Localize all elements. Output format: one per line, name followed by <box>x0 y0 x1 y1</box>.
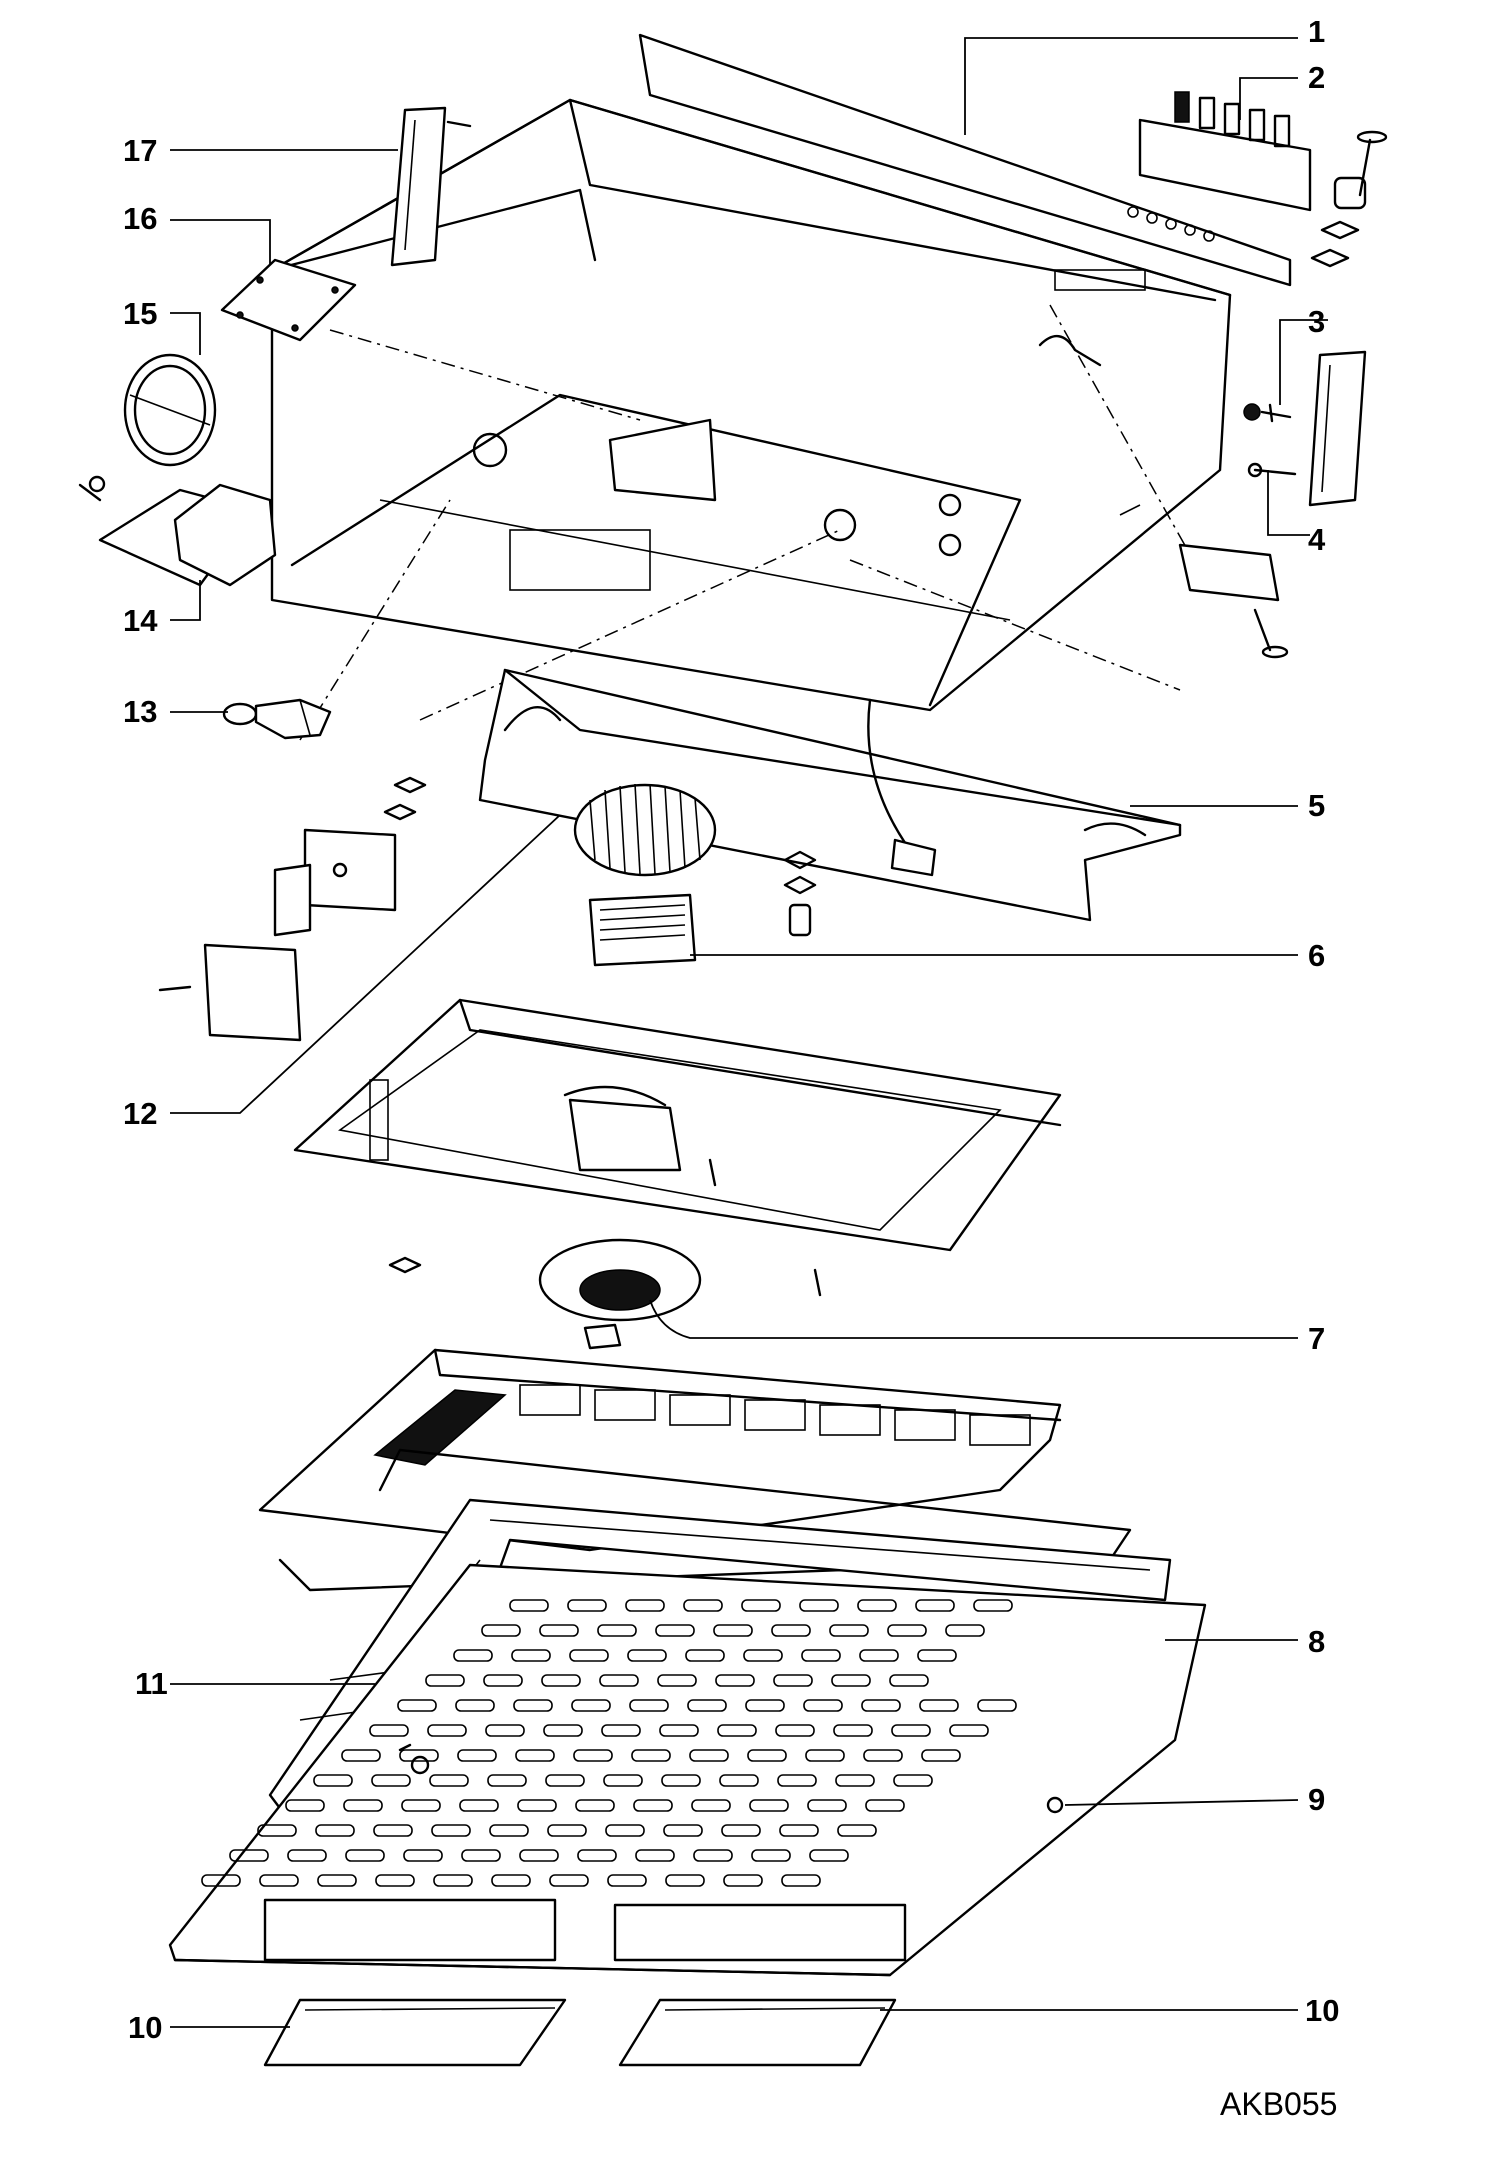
part-15-collar-ring <box>123 353 217 467</box>
callout-9: 9 <box>1308 1782 1326 1817</box>
callout-8: 8 <box>1308 1624 1326 1659</box>
callout-13: 13 <box>123 694 158 729</box>
callout-3: 3 <box>1308 304 1326 339</box>
callout-7: 7 <box>1308 1321 1326 1356</box>
callout-5: 5 <box>1308 788 1326 823</box>
hood-body <box>270 98 1232 741</box>
part-5-filter-frame <box>478 668 1182 922</box>
callout-6: 6 <box>1308 938 1326 973</box>
part-8-9-perforated-screen <box>168 1563 1207 1977</box>
callout-10-left: 10 <box>128 2010 163 2045</box>
callout-10: 10 <box>1305 1993 1340 2028</box>
part-7-fan-housing <box>293 998 1062 1350</box>
callout-4: 4 <box>1308 522 1326 557</box>
part-1-front-fascia <box>638 33 1292 287</box>
callout-16: 16 <box>123 201 158 236</box>
part-10-filter-trims <box>263 1998 897 2067</box>
part-17-side-bracket <box>390 106 472 267</box>
callout-11: 11 <box>135 1666 168 1701</box>
part-13-lamp-holder <box>222 698 332 740</box>
part-3-4-side-bracket <box>1178 350 1367 659</box>
callout-14: 14 <box>123 603 158 638</box>
part-16-cover-plate <box>220 258 357 342</box>
leader-lines <box>170 37 1328 2028</box>
part-14-outlet-spigot <box>78 475 277 587</box>
callout-2: 2 <box>1308 60 1326 95</box>
part-6-motor-impeller <box>573 783 817 967</box>
callout-1: 1 <box>1308 14 1326 49</box>
part-2-switch-block <box>1138 91 1388 268</box>
filter-grille <box>258 1348 1132 1592</box>
drawing-code: AKB055 <box>1220 2086 1338 2122</box>
callout-17: 17 <box>123 133 158 168</box>
part-12-terminal-assembly <box>158 776 427 1042</box>
callout-15: 15 <box>123 296 158 331</box>
callout-12: 12 <box>123 1096 158 1131</box>
